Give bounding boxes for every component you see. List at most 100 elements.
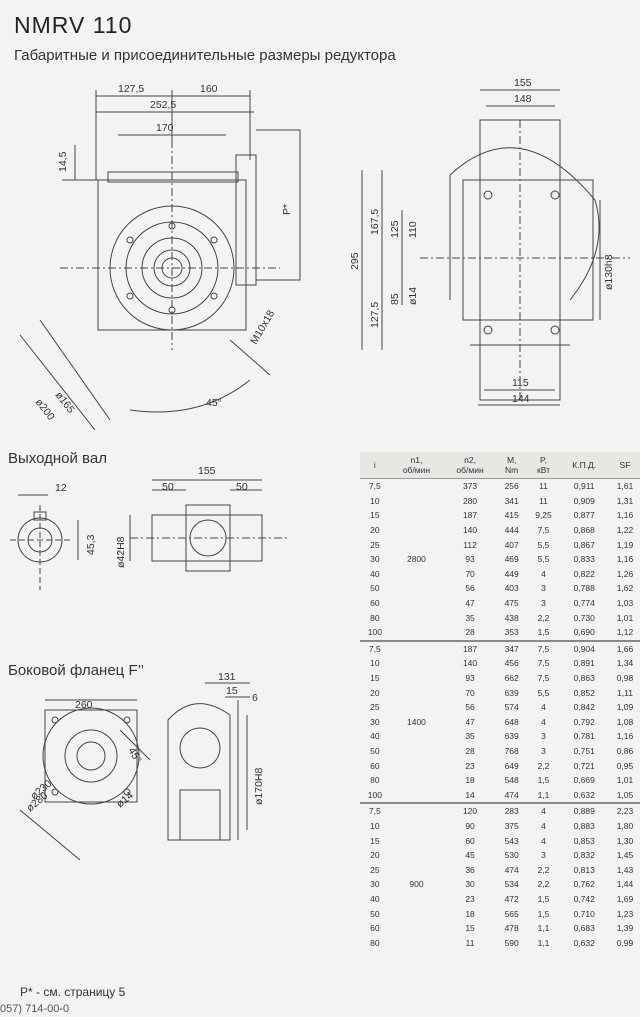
dim-d130: ø130h8 [603, 254, 615, 290]
page-subtitle: Габаритные и присоединительные размеры р… [14, 47, 396, 64]
cell-i: 25 [370, 702, 380, 713]
cell-n1 [390, 685, 444, 700]
cell-n2: 280 [462, 495, 478, 506]
dim-148: 148 [514, 93, 532, 105]
cell-p: 4 [526, 802, 561, 819]
cell-efficiency: 0,813 [573, 864, 595, 875]
cell-sf: 0,86 [616, 745, 634, 756]
cell-n2: 140 [462, 658, 478, 669]
cell-efficiency: 0,781 [573, 731, 595, 742]
cell-i: 100 [367, 789, 382, 800]
cell-p: 4 [541, 716, 546, 727]
cell-i: 60 [370, 923, 380, 934]
cell-i: 30 [370, 879, 380, 890]
cell-m: 543 [504, 835, 519, 846]
cell-p: 4 [541, 820, 546, 831]
cell-m: 472 [504, 893, 519, 904]
dim-p: P* [281, 204, 293, 215]
cell-n1: 1400 [406, 716, 426, 727]
cell-n2: 60 [465, 835, 475, 846]
cell-efficiency: 0,762 [573, 879, 595, 890]
cell-m: 403 [504, 583, 519, 594]
cell-efficiency: 0,730 [573, 612, 595, 623]
footnote: P* - см. страницу 5 [20, 985, 126, 999]
cell-n2: 18 [465, 908, 475, 919]
cell-efficiency: 0,822 [573, 568, 595, 579]
cell-n1 [390, 744, 444, 759]
cell-n2: 23 [465, 760, 475, 771]
cell-p: 1,1 [537, 789, 550, 800]
cell-n1 [390, 819, 444, 834]
cell-n1 [390, 906, 444, 921]
cell-m: 256 [504, 481, 519, 492]
cell-p: 1,5 [537, 627, 550, 638]
cell-i: 40 [370, 893, 380, 904]
cell-sf: 2,23 [607, 802, 640, 819]
cell-efficiency: 0,721 [573, 760, 595, 771]
dim-144: 144 [512, 393, 530, 405]
col-n2: n2,об/мин [443, 452, 497, 479]
dim-110: 110 [407, 221, 419, 238]
dim-flange-45: 45° [125, 746, 143, 766]
cell-p: 1,5 [537, 775, 550, 786]
cell-m: 474 [504, 789, 519, 800]
cell-efficiency: 0,632 [573, 937, 595, 948]
cell-sf: 1,09 [616, 702, 634, 713]
cell-n2: 11 [465, 937, 475, 948]
dim-12: 12 [55, 482, 67, 494]
cell-n2: 14 [465, 789, 475, 800]
cell-n2: 36 [465, 864, 475, 875]
dim-252-5: 252,5 [150, 99, 176, 111]
cell-sf: 1,16 [616, 510, 634, 521]
cell-efficiency: 0,774 [573, 598, 595, 609]
cell-n2: 70 [465, 568, 475, 579]
cell-efficiency: 0,683 [573, 923, 595, 934]
cell-m: 548 [504, 775, 519, 786]
cell-i: 40 [370, 568, 380, 579]
cell-n1 [390, 625, 444, 641]
cell-p: 4 [541, 835, 546, 846]
cell-efficiency: 0,742 [573, 893, 595, 904]
cell-p: 11 [539, 495, 548, 506]
cell-efficiency: 0,883 [573, 820, 595, 831]
cell-p: 3 [541, 745, 546, 756]
cell-efficiency: 0,909 [573, 495, 595, 506]
cell-p: 4 [541, 568, 546, 579]
dim-d165: ø165 [53, 389, 77, 415]
cell-p: 5,5 [537, 539, 550, 550]
cell-i: 25 [370, 864, 380, 875]
cell-i: 10 [370, 658, 380, 669]
cell-sf: 1,26 [616, 568, 634, 579]
cell-sf: 0,98 [616, 673, 634, 684]
dim-260: 260 [75, 699, 93, 711]
cell-n1 [390, 671, 444, 686]
section-output-shaft: Выходной вал [8, 450, 107, 467]
dim-45: 45° [206, 397, 222, 409]
cell-sf: 0,95 [616, 760, 634, 771]
cell-i: 10 [370, 495, 380, 506]
cell-p: 1,1 [537, 937, 550, 948]
cell-m: 649 [504, 760, 519, 771]
cell-p: 5,5 [537, 687, 550, 698]
dim-127-5-side: 127,5 [369, 302, 381, 328]
col-n1: n1,об/мин [389, 452, 444, 479]
cell-n2: 47 [465, 716, 475, 727]
cell-n1 [390, 479, 444, 494]
cell-p: 9,25 [535, 510, 552, 521]
cell-m: 475 [504, 598, 519, 609]
cell-m: 407 [504, 539, 519, 550]
cell-p: 1,5 [537, 908, 550, 919]
cell-m: 662 [504, 673, 519, 684]
cell-p: 3 [541, 731, 546, 742]
